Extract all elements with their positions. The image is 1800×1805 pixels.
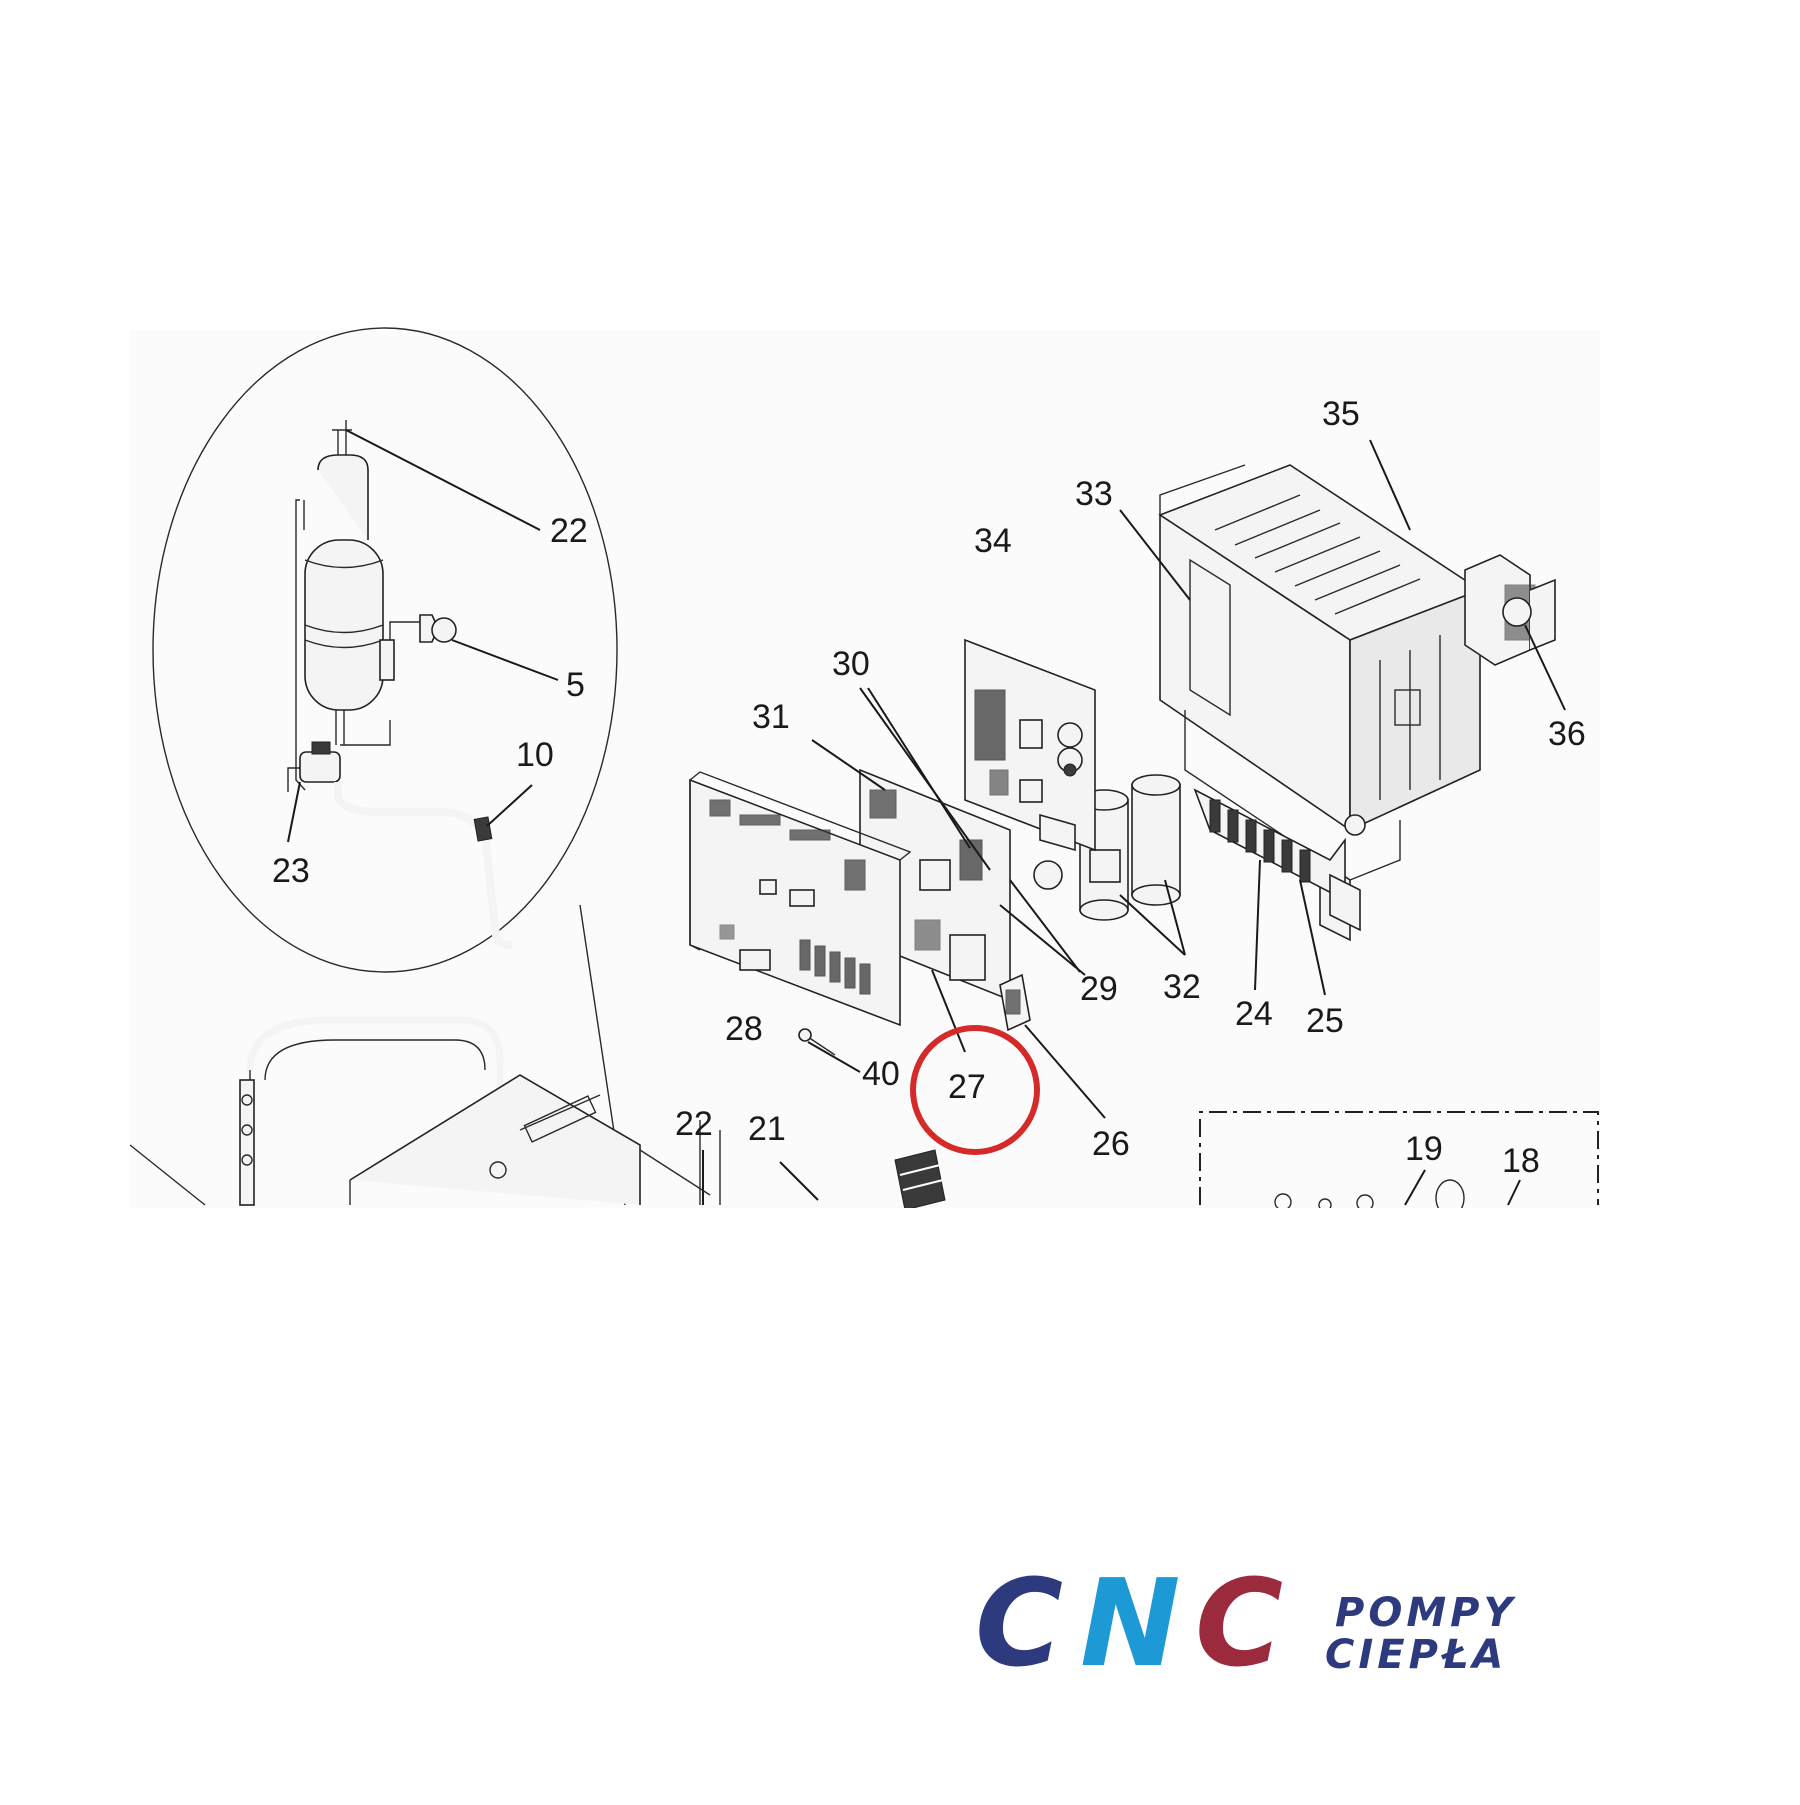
leader-27 — [931, 969, 966, 1053]
part-label-28: 28 — [725, 1010, 763, 1048]
part-label-32: 32 — [1163, 968, 1201, 1006]
service-fitting — [340, 614, 457, 746]
bent-pipe — [334, 782, 513, 949]
part-label-5: 5 — [566, 666, 585, 704]
leader-29b — [1009, 879, 1081, 973]
leader-40 — [807, 1041, 861, 1073]
part-label-22a: 22 — [550, 512, 588, 550]
logo-line2: CIEPŁA — [1325, 1632, 1507, 1678]
electrical-box — [1158, 464, 1482, 942]
leader-31 — [811, 739, 886, 791]
detail-ellipse — [152, 327, 618, 973]
part-label-27: 27 — [948, 1068, 986, 1106]
part-label-30: 30 — [832, 645, 870, 683]
part-label-34: 34 — [974, 522, 1012, 560]
leader-10 — [486, 784, 533, 827]
logo-letter-n: N — [1080, 1555, 1180, 1694]
logo-line1: POMPY — [1335, 1590, 1516, 1636]
terminal-screws — [1209, 799, 1311, 883]
part-label-25: 25 — [1306, 1002, 1344, 1040]
receiver-tank — [295, 420, 384, 791]
leader-5 — [451, 639, 559, 681]
part-label-31: 31 — [752, 698, 790, 736]
leader-21 — [779, 1161, 819, 1201]
reactor-36 — [1464, 554, 1556, 666]
part-label-18: 18 — [1502, 1142, 1540, 1180]
leader-18 — [1507, 1179, 1521, 1206]
pcb-34 — [964, 638, 1096, 890]
highlight-circle-27 — [910, 1025, 1040, 1155]
part-label-29: 29 — [1080, 970, 1118, 1008]
part-label-22b: 22 — [675, 1105, 713, 1143]
screw-40 — [798, 1028, 836, 1056]
logo-letter-c-right: C — [1195, 1555, 1283, 1694]
leader-19 — [1404, 1169, 1426, 1206]
leader-lines — [702, 439, 1566, 1206]
part-labels: 22 5 10 23 35 33 34 36 30 31 29 32 24 25… — [272, 395, 1586, 1180]
leader-33 — [1119, 509, 1191, 601]
connector-26 — [999, 973, 1031, 1032]
leader-32b — [1164, 879, 1186, 956]
pcb-components — [709, 799, 871, 995]
part-label-19: 19 — [1405, 1130, 1443, 1168]
leader-24 — [1254, 859, 1261, 991]
part-label-26: 26 — [1092, 1125, 1130, 1163]
crop-mask — [0, 1208, 1800, 1805]
capacitors — [1079, 774, 1181, 921]
part-label-40: 40 — [862, 1055, 900, 1093]
part-label-23: 23 — [272, 852, 310, 890]
cnc-pompy-ciepla-logo: C N C POMPY CIEPŁA — [975, 1555, 1516, 1694]
part-label-21: 21 — [748, 1110, 786, 1148]
part-label-35: 35 — [1322, 395, 1360, 433]
leader-25 — [1299, 879, 1326, 996]
leader-22a — [345, 429, 541, 531]
main-pcb-28 — [689, 771, 912, 1027]
leader-29a — [999, 904, 1086, 976]
leader-30b — [867, 687, 971, 849]
bottom-valve — [287, 741, 341, 792]
terminal-block — [1193, 788, 1361, 932]
leader-26 — [1024, 1024, 1106, 1119]
vent-slots — [1214, 494, 1421, 615]
leader-35 — [1369, 439, 1411, 531]
part-label-24: 24 — [1235, 995, 1273, 1033]
unit-chassis — [129, 1016, 721, 1206]
part-label-10: 10 — [516, 736, 554, 774]
leader-32a — [1119, 894, 1186, 956]
terminal-21 — [894, 1149, 946, 1211]
leader-23 — [287, 781, 301, 843]
part-label-36: 36 — [1548, 715, 1586, 753]
part-label-33: 33 — [1075, 475, 1113, 513]
leader-36 — [1524, 624, 1566, 711]
logo-letter-c-left: C — [975, 1555, 1063, 1694]
